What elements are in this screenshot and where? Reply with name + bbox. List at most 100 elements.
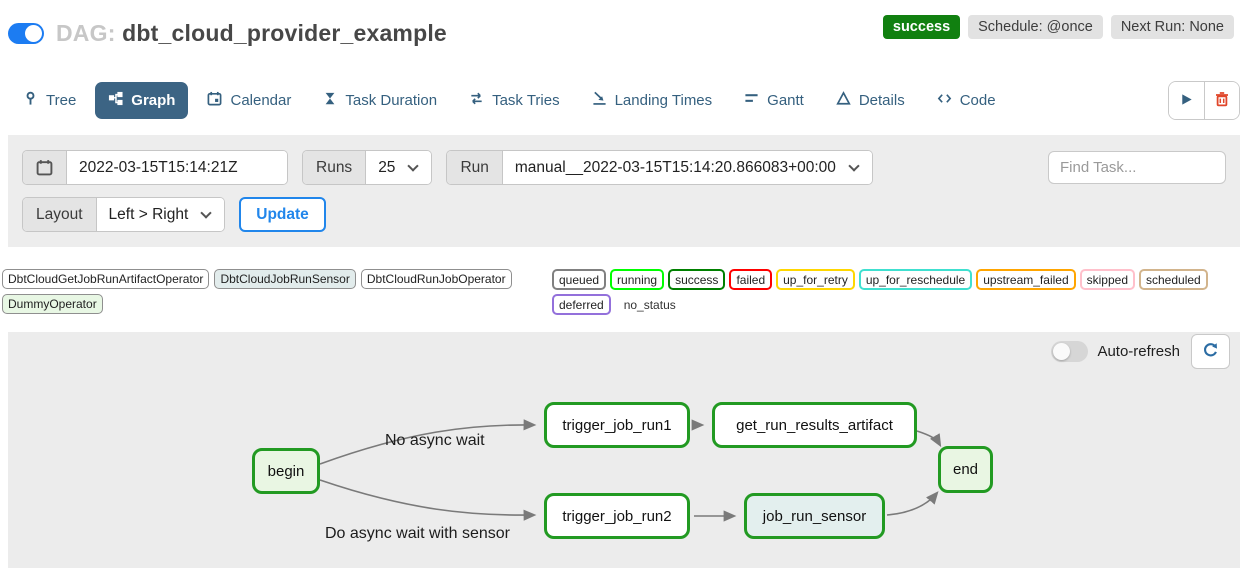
operator-legend-badge: DbtCloudGetJobRunArtifactOperator xyxy=(2,269,210,289)
tab-label: Graph xyxy=(131,92,176,109)
trash-icon xyxy=(1214,91,1230,110)
status-legend-scheduled: scheduled xyxy=(1139,269,1208,290)
status-legend-success: success xyxy=(668,269,726,290)
refresh-icon xyxy=(1202,342,1219,362)
triangle-icon xyxy=(836,91,851,110)
code-icon xyxy=(937,91,952,110)
schedule-badge: Schedule: @once xyxy=(968,14,1103,39)
dag-graph-panel: begin trigger_job_run1 get_run_results_art… xyxy=(8,332,1240,568)
tab-label: Details xyxy=(858,92,905,109)
calendar-picker-icon[interactable] xyxy=(23,151,67,184)
play-icon xyxy=(1179,92,1194,110)
status-legend-no-status: no_status xyxy=(623,297,676,312)
run-label: Run xyxy=(447,151,503,184)
status-legend-upstream_failed: upstream_failed xyxy=(976,269,1076,290)
calendar-icon xyxy=(207,91,222,110)
chevron-down-icon xyxy=(200,206,212,219)
layout-label: Layout xyxy=(23,198,97,231)
view-tabbar: Tree Graph Calendar Task Duration Task T… xyxy=(0,81,1248,120)
header-badges: success Schedule: @once Next Run: None xyxy=(882,14,1234,39)
update-button[interactable]: Update xyxy=(239,197,326,232)
layout-group: Layout Left > Right xyxy=(22,197,226,232)
refresh-button[interactable] xyxy=(1191,334,1230,369)
status-legend-failed: failed xyxy=(729,269,773,290)
edge-begin-to-trigger_job_run2 xyxy=(319,479,537,521)
tab-label: Tree xyxy=(46,92,77,109)
edge-label: Do async wait with sensor xyxy=(325,525,510,542)
runs-label: Runs xyxy=(303,151,367,184)
task-node-end[interactable]: end xyxy=(938,446,993,493)
page-title: DAG: dbt_cloud_provider_example xyxy=(56,20,447,47)
dag-pause-toggle[interactable] xyxy=(8,23,44,44)
dag-edges xyxy=(319,419,942,522)
dag-name-label: dbt_cloud_provider_example xyxy=(122,20,447,46)
next-run-badge: Next Run: None xyxy=(1110,14,1234,39)
delete-dag-button[interactable] xyxy=(1204,82,1239,119)
edge-job_run_sensor-to-end xyxy=(886,491,939,516)
tree-icon xyxy=(23,91,38,110)
task-node-trigger_job_run2[interactable]: trigger_job_run2 xyxy=(544,493,690,539)
run-select[interactable]: manual__2022-03-15T15:14:20.866083+00:00 xyxy=(502,151,872,184)
edge-begin-to-trigger_job_run1 xyxy=(319,419,537,465)
tab-label: Task Tries xyxy=(492,92,560,109)
tab-details[interactable]: Details xyxy=(823,82,918,119)
status-legend-running: running xyxy=(610,269,665,290)
toggle-knob xyxy=(25,25,42,42)
layout-value: Left > Right xyxy=(108,205,189,223)
task-node-begin[interactable]: begin xyxy=(252,448,320,494)
filter-row-2: Layout Left > Right Update xyxy=(22,197,1226,232)
tab-task-duration[interactable]: Task Duration xyxy=(310,82,450,119)
hourglass-icon xyxy=(323,91,337,110)
edge-get_run_results_artifact-to-end xyxy=(916,430,942,448)
tab-task-tries[interactable]: Task Tries xyxy=(456,82,573,119)
tab-label: Task Duration xyxy=(345,92,438,109)
tab-label: Code xyxy=(959,92,996,109)
layout-select[interactable]: Left > Right xyxy=(96,198,225,231)
gantt-icon xyxy=(744,91,759,110)
run-group: Run manual__2022-03-15T15:14:20.866083+0… xyxy=(446,150,873,185)
runs-group: Runs 25 xyxy=(302,150,433,185)
tab-gantt[interactable]: Gantt xyxy=(731,82,817,119)
runs-value: 25 xyxy=(378,158,396,176)
tab-graph[interactable]: Graph xyxy=(95,82,189,119)
base-date-input[interactable] xyxy=(79,158,275,177)
task-node-job_run_sensor[interactable]: job_run_sensor xyxy=(744,493,885,539)
dag-status-badge: success xyxy=(882,14,961,39)
status-legend-up_for_reschedule: up_for_reschedule xyxy=(858,269,973,290)
status-legend-up_for_retry: up_for_retry xyxy=(776,269,855,290)
chevron-down-icon xyxy=(848,159,860,172)
find-task-input[interactable] xyxy=(1048,151,1226,184)
run-value: manual__2022-03-15T15:14:20.866083+00:00 xyxy=(514,158,836,176)
tab-tree[interactable]: Tree xyxy=(10,82,89,119)
auto-refresh-control: Auto-refresh xyxy=(1051,341,1180,362)
edge-label: No async wait xyxy=(385,432,485,449)
status-legend-deferred: deferred xyxy=(552,294,611,315)
dag-action-buttons xyxy=(1168,81,1240,120)
trigger-dag-button[interactable] xyxy=(1169,82,1204,119)
tab-label: Landing Times xyxy=(614,92,713,109)
tab-landing-times[interactable]: Landing Times xyxy=(579,82,726,119)
operator-legend-badge: DbtCloudRunJobOperator xyxy=(360,269,512,289)
task-node-get_run_results_artifact[interactable]: get_run_results_artifact xyxy=(712,402,917,448)
status-legend-queued: queued xyxy=(552,269,607,290)
operator-legend-badge: DummyOperator xyxy=(2,294,103,314)
tab-code[interactable]: Code xyxy=(924,82,1009,119)
graph-icon xyxy=(108,91,123,110)
operator-legend-badge: DbtCloudJobRunSensor xyxy=(214,269,356,289)
header: DAG: dbt_cloud_provider_example success … xyxy=(0,0,1248,47)
dag-prefix-label: DAG: xyxy=(56,20,116,46)
tab-label: Calendar xyxy=(230,92,292,109)
repeat-icon xyxy=(469,91,484,110)
chevron-down-icon xyxy=(407,159,420,172)
status-legend-skipped: skipped xyxy=(1079,269,1135,290)
toggle-knob xyxy=(1053,343,1071,360)
task-node-trigger_job_run1[interactable]: trigger_job_run1 xyxy=(544,402,690,448)
plane-landing-icon xyxy=(592,91,607,110)
runs-select[interactable]: 25 xyxy=(366,151,432,184)
auto-refresh-toggle[interactable] xyxy=(1051,341,1089,362)
tab-calendar[interactable]: Calendar xyxy=(194,82,304,119)
auto-refresh-label: Auto-refresh xyxy=(1097,343,1180,360)
filter-row-1: Runs 25 Run manual__2022-03-15T15:14:20.… xyxy=(22,150,1226,185)
